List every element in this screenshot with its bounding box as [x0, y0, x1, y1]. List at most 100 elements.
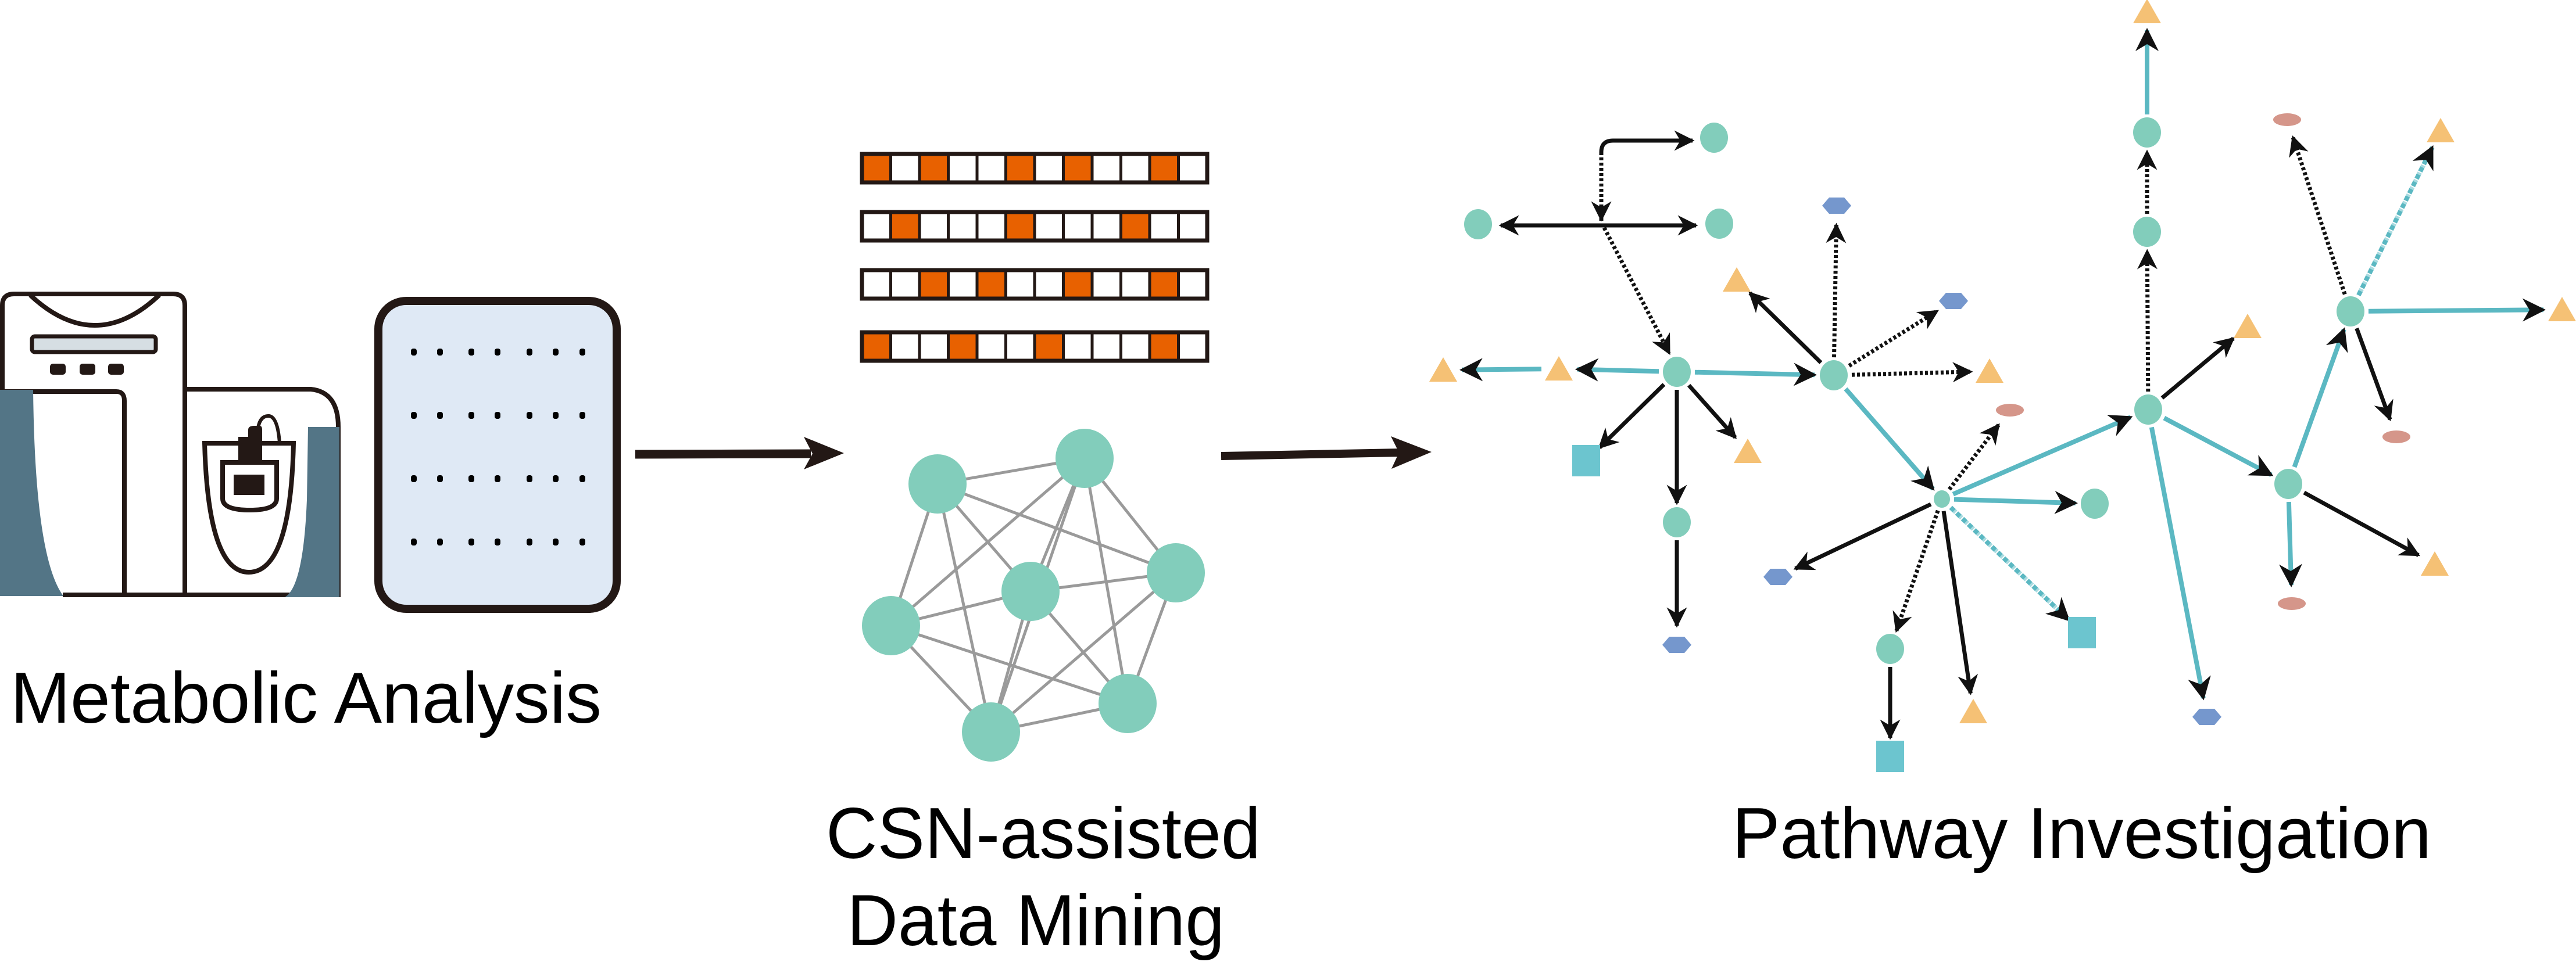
data-table-icon	[374, 297, 621, 613]
data-dot	[495, 539, 500, 545]
fingerprint-bit-off	[947, 152, 979, 184]
fingerprint-bit-off	[1090, 210, 1122, 242]
hexagon-node	[1939, 293, 1968, 309]
ellipse-node	[1996, 404, 2024, 417]
instrument-door	[0, 389, 127, 595]
pathway-nodes	[1429, 0, 2576, 772]
metabolite-circle	[1663, 507, 1691, 537]
metabolite-circle	[2133, 117, 2161, 148]
instrument-top-arc	[28, 293, 161, 328]
fingerprint-bit-off	[889, 152, 921, 184]
metabolite-circle	[1464, 209, 1492, 239]
fingerprint-bit-off	[975, 210, 1007, 242]
fingerprint-bit-on	[860, 331, 892, 363]
fingerprint-bit-on	[889, 210, 921, 242]
csn-node	[962, 702, 1020, 762]
pathway-edge-teal	[2292, 327, 2348, 468]
fingerprint-bit-on	[1004, 152, 1036, 184]
data-dot	[495, 412, 500, 419]
csn-network	[862, 429, 1205, 762]
data-table-panel	[374, 297, 621, 613]
fingerprint-bit-on	[975, 268, 1007, 300]
pathway-edge-black	[1687, 383, 1737, 439]
csn-edge	[890, 457, 1086, 627]
fingerprint-bit-off	[1062, 331, 1094, 363]
fingerprint-bit-on	[947, 331, 979, 363]
fingerprint-bit-off	[1062, 210, 1094, 242]
fingerprint-row-border	[860, 268, 1210, 301]
fingerprint-bit-off	[860, 268, 892, 300]
metabolite-circle	[2134, 394, 2162, 425]
branch-dotted-to-A	[1602, 227, 1672, 356]
fingerprint-bit-off	[918, 331, 950, 363]
data-table-dots	[411, 349, 585, 545]
pathway-edge-black	[1793, 502, 1932, 570]
fingerprint-row	[860, 330, 1210, 363]
pathway-edge-black	[1598, 383, 1666, 450]
data-dot	[411, 412, 417, 419]
fingerprint-bit-on	[1062, 152, 1094, 184]
fingerprint-row	[860, 210, 1210, 243]
pathway-edge-teal	[2149, 426, 2211, 701]
fingerprint-bit-off	[1119, 152, 1151, 184]
fingerprint-bit-on	[1148, 331, 1180, 363]
data-dot	[553, 349, 559, 356]
fingerprint-bit-on	[918, 152, 950, 184]
metabolite-circle	[1820, 360, 1848, 390]
csn-node	[862, 596, 920, 655]
metabolite-circle	[1700, 123, 1728, 153]
probe-stem	[238, 426, 262, 465]
flow-arrow-2	[1221, 436, 1432, 469]
data-dot	[468, 349, 474, 356]
data-dot	[468, 539, 474, 545]
pathway-edge-teal	[2163, 416, 2274, 478]
fingerprint-bit-on	[918, 268, 950, 300]
pathway-edges	[1459, 28, 2546, 740]
hexagon-node	[2192, 709, 2221, 725]
pathway-edge-dotted	[1851, 362, 1973, 383]
fingerprint-bit-off	[1119, 331, 1151, 363]
ellipse-node	[2278, 597, 2306, 610]
data-dot	[437, 539, 443, 545]
fingerprint-bit-off	[1033, 268, 1065, 300]
fingerprint-bit-on	[1004, 210, 1036, 242]
pathway-edge-teal	[2368, 298, 2546, 322]
data-dot	[468, 475, 474, 482]
triangle-node	[2133, 0, 2161, 23]
pathway-edge-teal	[1694, 363, 1817, 386]
triangle-node	[1723, 267, 1751, 292]
fingerprint-bit-off	[1177, 152, 1209, 184]
data-dot	[553, 475, 559, 482]
fingerprint-bit-off	[1119, 268, 1151, 300]
label-csn-line1: CSN-assisted	[826, 794, 1261, 874]
pathway-edge-teal-dashed	[2356, 145, 2435, 297]
fingerprint-bit-on	[1062, 268, 1094, 300]
csn-node	[1056, 429, 1114, 488]
fingerprint-bit-off	[975, 152, 1007, 184]
pathway-edge-black	[2160, 336, 2235, 400]
pathway-edge-dotted	[1892, 509, 1940, 633]
metabolite-circle	[1663, 357, 1691, 387]
fingerprint-bit-off	[947, 268, 979, 300]
csn-node	[908, 454, 967, 514]
data-dot	[437, 412, 443, 419]
fingerprint-bit-on	[860, 152, 892, 184]
triangle-node	[1734, 439, 1762, 463]
data-dot	[579, 412, 585, 419]
instrument-left-accent	[0, 390, 63, 596]
pathway-edge-teal-dashed	[1949, 505, 2070, 622]
pathway-edge-teal	[1952, 415, 2133, 497]
fingerprint-bit-off	[1004, 331, 1036, 363]
fingerprint-bit-off	[1090, 331, 1122, 363]
data-dot	[495, 349, 500, 356]
pathway-edge-dotted	[2137, 249, 2158, 392]
fingerprint-bit-off	[889, 268, 921, 300]
pathway-edge-teal	[1844, 387, 1935, 491]
fingerprint-bit-off	[1148, 210, 1180, 242]
data-dot	[579, 349, 585, 356]
triangle-node	[2421, 551, 2449, 576]
triangle-node	[1429, 357, 1457, 382]
pathway-edge-teal	[1575, 358, 1659, 382]
metabolite-circle	[2337, 296, 2364, 326]
